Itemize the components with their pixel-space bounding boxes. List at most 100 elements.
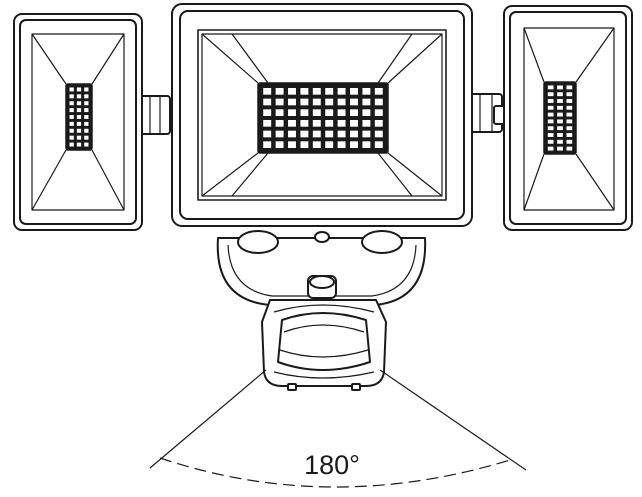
led-cell <box>349 108 359 118</box>
led-cell <box>349 129 359 139</box>
led-cell <box>336 140 347 150</box>
right-lamp-head <box>503 5 633 231</box>
led-cell <box>75 86 83 93</box>
led-cell <box>68 114 75 120</box>
led-cell <box>262 86 273 96</box>
led-cell <box>324 118 335 128</box>
led-cell <box>311 97 322 107</box>
left-led-array <box>68 86 90 148</box>
led-cell <box>546 118 555 125</box>
led-cell <box>546 98 555 104</box>
center-lamp-head <box>171 3 473 227</box>
left-arm <box>139 95 171 135</box>
led-cell <box>336 108 347 118</box>
led-cell <box>75 141 83 148</box>
led-cell <box>556 145 564 152</box>
led-cell <box>262 140 273 150</box>
led-cell <box>565 132 574 138</box>
led-cell <box>373 86 384 96</box>
led-cell <box>565 125 574 132</box>
led-cell <box>299 140 310 150</box>
led-cell <box>75 127 83 134</box>
led-cell <box>75 120 83 127</box>
led-cell <box>287 140 297 150</box>
led-cell <box>546 132 555 138</box>
led-cell <box>556 91 564 98</box>
led-cell <box>75 114 83 120</box>
led-cell <box>373 140 384 150</box>
led-cell <box>68 134 75 141</box>
led-cell <box>83 120 90 127</box>
led-cell <box>262 97 273 107</box>
led-cell <box>565 98 574 104</box>
led-cell <box>68 107 75 114</box>
led-cell <box>83 86 90 93</box>
led-cell <box>287 86 297 96</box>
led-cell <box>262 118 273 128</box>
led-cell <box>556 98 564 104</box>
right-arm <box>469 93 507 133</box>
led-cell <box>299 97 310 107</box>
led-cell <box>287 97 297 107</box>
led-cell <box>324 140 335 150</box>
led-cell <box>83 127 90 134</box>
led-cell <box>565 84 574 91</box>
led-cell <box>361 108 372 118</box>
led-cell <box>299 108 310 118</box>
led-cell <box>287 108 297 118</box>
led-cell <box>556 84 564 91</box>
led-cell <box>299 129 310 139</box>
led-cell <box>556 111 564 118</box>
mounting-base <box>216 230 427 306</box>
led-cell <box>349 97 359 107</box>
led-cell <box>546 104 555 111</box>
led-cell <box>546 145 555 152</box>
led-cell <box>546 84 555 91</box>
left-lamp-head <box>13 13 143 231</box>
led-cell <box>324 129 335 139</box>
motion-sensor <box>261 299 387 391</box>
led-cell <box>311 86 322 96</box>
led-cell <box>349 86 359 96</box>
led-cell <box>274 140 285 150</box>
led-cell <box>373 97 384 107</box>
led-cell <box>262 108 273 118</box>
led-cell <box>75 134 83 141</box>
led-cell <box>274 118 285 128</box>
led-cell <box>565 145 574 152</box>
led-cell <box>83 93 90 100</box>
led-cell <box>324 97 335 107</box>
led-cell <box>311 108 322 118</box>
led-cell <box>274 97 285 107</box>
led-cell <box>68 100 75 107</box>
led-cell <box>68 127 75 134</box>
led-cell <box>556 125 564 132</box>
led-cell <box>83 100 90 107</box>
right-led-array <box>546 84 574 152</box>
led-cell <box>75 100 83 107</box>
led-cell <box>361 86 372 96</box>
led-cell <box>373 108 384 118</box>
led-cell <box>311 129 322 139</box>
led-cell <box>299 86 310 96</box>
led-cell <box>556 138 564 145</box>
led-cell <box>349 118 359 128</box>
led-cell <box>373 129 384 139</box>
led-cell <box>311 118 322 128</box>
led-cell <box>556 118 564 125</box>
led-cell <box>274 108 285 118</box>
led-cell <box>75 93 83 100</box>
led-cell <box>336 118 347 128</box>
led-cell <box>68 86 75 93</box>
led-cell <box>361 118 372 128</box>
led-cell <box>556 132 564 138</box>
led-cell <box>83 141 90 148</box>
led-cell <box>262 129 273 139</box>
led-cell <box>287 118 297 128</box>
led-cell <box>274 86 285 96</box>
led-cell <box>349 140 359 150</box>
led-cell <box>565 104 574 111</box>
led-cell <box>361 97 372 107</box>
